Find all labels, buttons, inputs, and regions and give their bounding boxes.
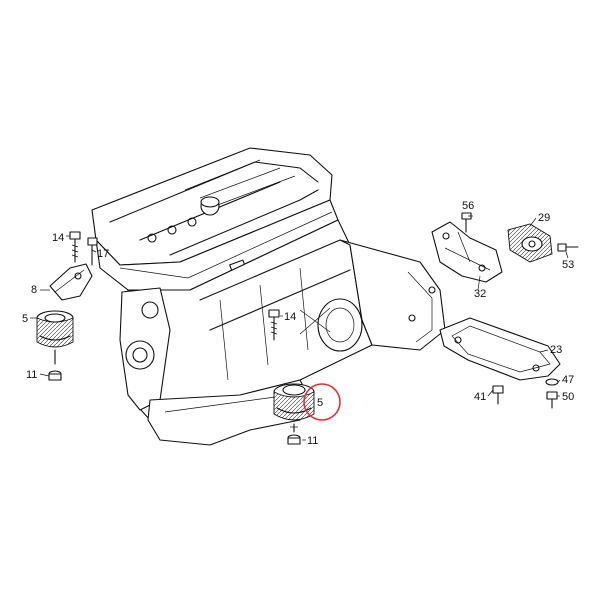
callout-14-center: 14	[284, 311, 296, 323]
callout-17: 17	[97, 248, 109, 260]
leader-lines	[30, 215, 569, 441]
engine-mount-5-left	[36, 310, 74, 365]
callout-50: 50	[562, 391, 574, 403]
transmission-mount-29	[507, 223, 553, 263]
callout-53: 53	[562, 259, 574, 271]
bolt-17	[87, 237, 98, 266]
callout-41: 41	[474, 391, 486, 403]
callout-11-center: 11	[307, 435, 318, 447]
crossmember-plate-23	[439, 317, 561, 381]
bolt-41	[492, 385, 504, 405]
callout-8: 8	[31, 284, 37, 296]
bolt-53	[557, 243, 579, 252]
callout-32: 32	[474, 288, 486, 300]
engine-block	[91, 147, 446, 446]
callout-23: 23	[550, 344, 562, 356]
bolt-50	[546, 391, 558, 409]
bolt-14-center	[268, 309, 280, 341]
nut-11-center	[287, 434, 301, 445]
bolt-14-left	[69, 231, 81, 263]
callout-5-left: 5	[22, 313, 28, 325]
callout-47: 47	[562, 374, 574, 386]
callout-11-left: 11	[26, 369, 37, 381]
transmission-bracket-32	[431, 221, 503, 283]
callout-29: 29	[538, 212, 550, 224]
nut-11-left	[48, 370, 62, 381]
callout-5-center: 5	[317, 397, 323, 409]
washer-47	[545, 378, 559, 386]
highlight-circle	[303, 383, 341, 421]
left-engine-mount-assembly	[36, 231, 98, 381]
callout-labels: 14 17 8 5 11 14 5 11 56 29 53 32 23 41 4…	[22, 200, 574, 447]
callout-14-left: 14	[52, 232, 64, 244]
callout-56: 56	[462, 200, 474, 212]
